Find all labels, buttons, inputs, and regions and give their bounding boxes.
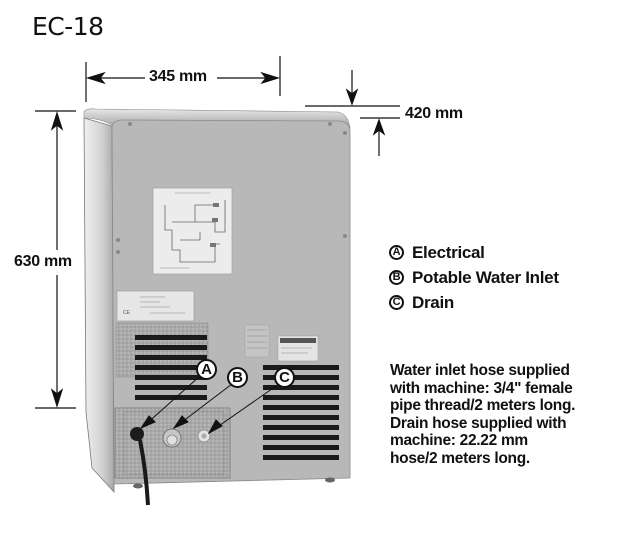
ce-label: CE bbox=[116, 290, 195, 322]
connection-legend: A Electrical B Potable Water Inlet C Dra… bbox=[389, 240, 559, 315]
svg-text:CE: CE bbox=[123, 310, 131, 316]
electrical-power-cord bbox=[130, 427, 150, 506]
legend-label: Electrical bbox=[412, 242, 485, 262]
legend-label: Drain bbox=[412, 292, 454, 312]
hose-supply-note: Water inlet hose supplied with machine: … bbox=[390, 362, 629, 467]
legend-item-drain: C Drain bbox=[389, 290, 559, 315]
wiring-diagram-label bbox=[152, 187, 233, 275]
note-line: pipe thread/2 meters long. bbox=[390, 397, 576, 414]
right-vent-grille bbox=[263, 365, 339, 460]
callout-b: B bbox=[227, 367, 248, 388]
drain-fitting bbox=[197, 429, 211, 443]
note-line: machine: 22.22 mm bbox=[390, 432, 528, 449]
warning-label bbox=[277, 335, 319, 362]
left-vent-grille bbox=[115, 322, 209, 400]
callout-leaders bbox=[139, 375, 280, 435]
note-line: Water inlet hose supplied bbox=[390, 362, 570, 379]
machine-side-panel bbox=[83, 117, 115, 494]
callout-c: C bbox=[274, 367, 295, 388]
legend-item-water-inlet: B Potable Water Inlet bbox=[389, 265, 559, 290]
letter-a-icon: A bbox=[389, 245, 404, 260]
water-inlet-fitting bbox=[162, 428, 182, 448]
note-line: with machine: 3/4" female bbox=[390, 379, 573, 397]
note-line: Drain hose supplied with bbox=[390, 414, 567, 432]
letter-c-icon: C bbox=[389, 295, 404, 310]
spec-table-label bbox=[244, 324, 270, 358]
callout-a: A bbox=[196, 359, 217, 380]
legend-item-electrical: A Electrical bbox=[389, 240, 559, 265]
model-title: EC-18 bbox=[32, 12, 104, 41]
depth-dimension-label: 420 mm bbox=[405, 105, 463, 122]
letter-b-icon: B bbox=[389, 270, 404, 285]
height-dimension-label: 630 mm bbox=[14, 253, 72, 270]
width-dimension-label: 345 mm bbox=[149, 68, 207, 85]
legend-label: Potable Water Inlet bbox=[412, 267, 559, 287]
dimension-lines bbox=[35, 56, 400, 409]
note-line: hose/2 meters long. bbox=[390, 449, 530, 467]
